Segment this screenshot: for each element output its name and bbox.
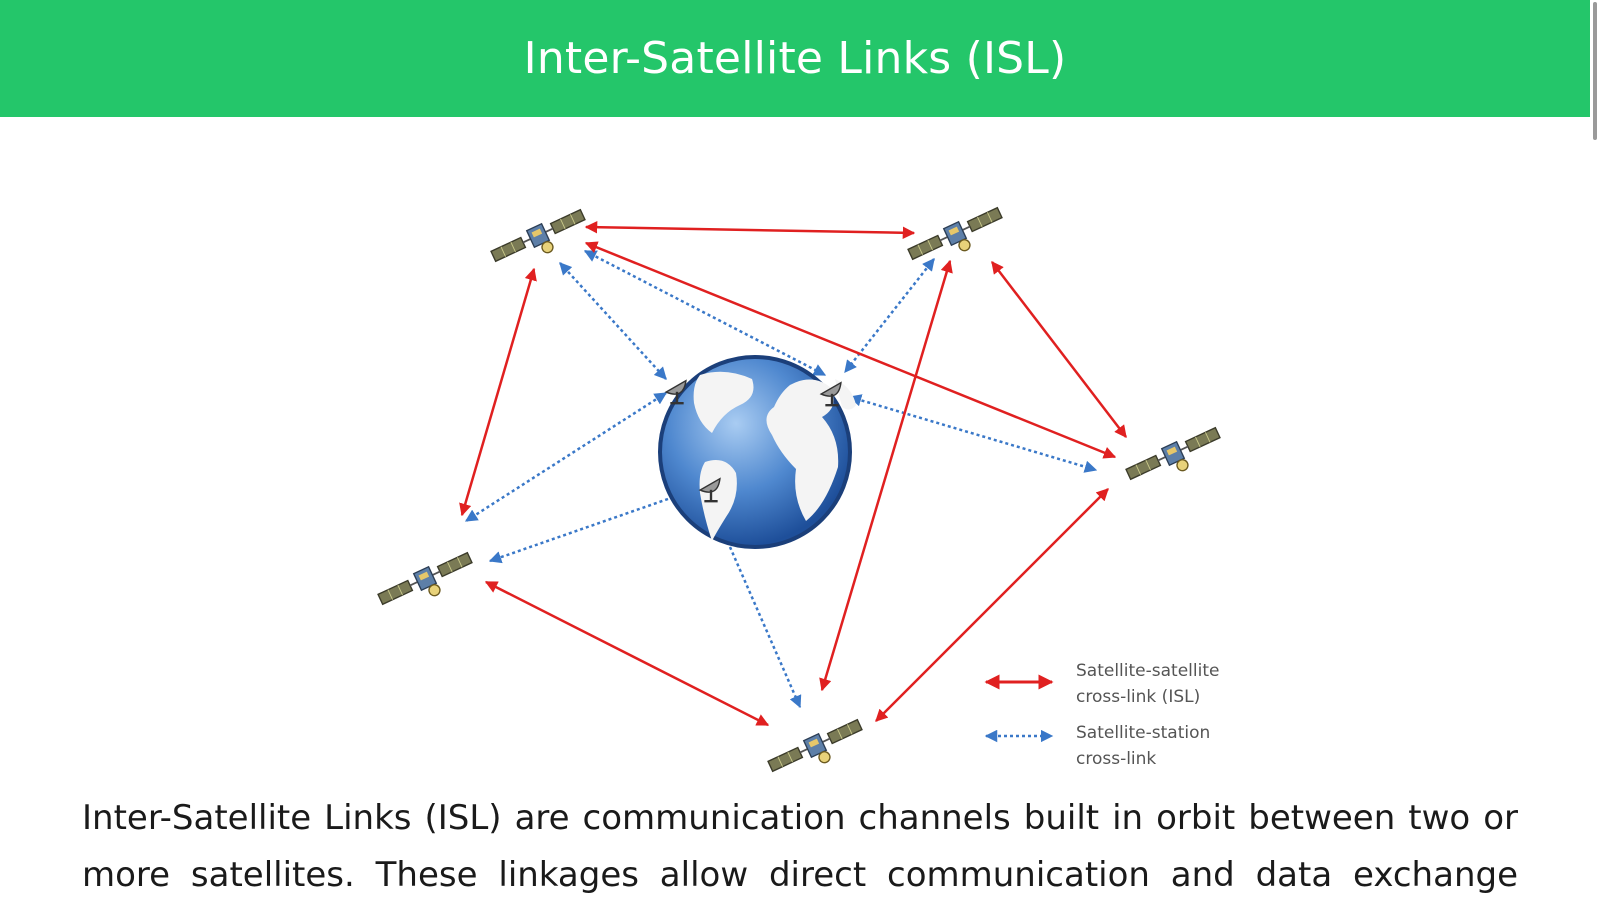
isl-link bbox=[484, 580, 770, 727]
station-link bbox=[583, 249, 827, 377]
isl-link bbox=[991, 261, 1127, 438]
satellite-icon bbox=[375, 548, 480, 615]
satellite-icon bbox=[765, 715, 870, 782]
title-banner: Inter-Satellite Links (ISL) bbox=[0, 0, 1590, 117]
station-link bbox=[464, 391, 668, 523]
isl-link bbox=[459, 267, 537, 517]
legend-isl-label-1: Satellite-satellite bbox=[1076, 661, 1219, 681]
scrollbar[interactable] bbox=[1590, 0, 1600, 900]
station-link bbox=[728, 546, 802, 709]
isl-link bbox=[875, 488, 1109, 722]
station-link bbox=[559, 262, 667, 380]
legend-isl-label-2: cross-link (ISL) bbox=[1076, 687, 1200, 707]
satellite-icon bbox=[1123, 423, 1228, 490]
description-paragraph: Inter-Satellite Links (ISL) are communic… bbox=[82, 798, 1518, 895]
scrollbar-thumb[interactable] bbox=[1593, 2, 1597, 140]
legend: Satellite-satellite cross-link (ISL) Sat… bbox=[984, 661, 1219, 769]
legend-station-label-2: cross-link bbox=[1076, 749, 1156, 769]
legend-station-label-1: Satellite-station bbox=[1076, 723, 1210, 743]
satellite-icon bbox=[488, 205, 593, 272]
station-link bbox=[488, 497, 669, 564]
page-title: Inter-Satellite Links (ISL) bbox=[523, 33, 1067, 84]
isl-link bbox=[819, 259, 953, 692]
isl-link bbox=[584, 220, 916, 240]
globe-icon bbox=[658, 355, 856, 549]
isl-diagram: Satellite-satellite cross-link (ISL) Sat… bbox=[375, 203, 1228, 782]
isl-links bbox=[459, 220, 1127, 727]
